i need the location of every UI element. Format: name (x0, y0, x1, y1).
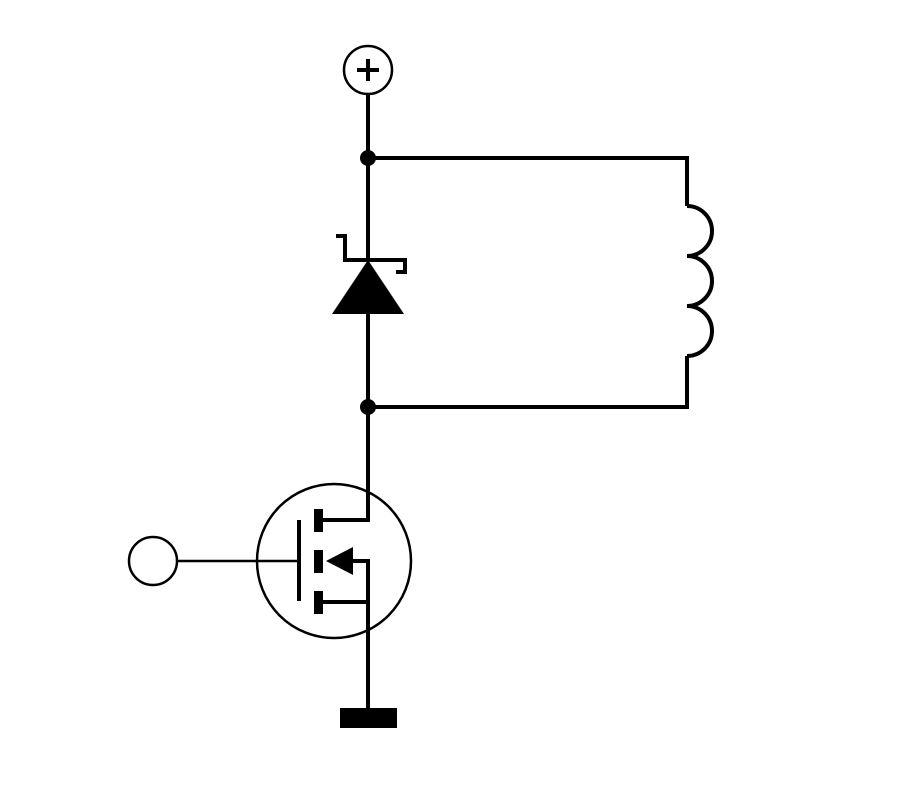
mosfet-channel-body (314, 550, 323, 573)
mosfet-body-arrow-icon (326, 547, 353, 575)
zener-diode-triangle (332, 260, 404, 314)
mosfet-channel-drain (314, 509, 323, 532)
gate-input-terminal (127, 535, 179, 587)
ground-bar-icon (340, 708, 397, 728)
positive-supply-terminal (342, 44, 394, 96)
wire-coil-to-bottom (368, 356, 689, 409)
mosfet-drain-lead (323, 518, 370, 522)
zener-diode-cathode-bar (336, 234, 407, 274)
inductor-coil-icon (686, 204, 714, 358)
mosfet-channel-source (314, 591, 323, 614)
zener-diode-icon (332, 234, 407, 314)
wire-top-to-coil (368, 156, 689, 206)
